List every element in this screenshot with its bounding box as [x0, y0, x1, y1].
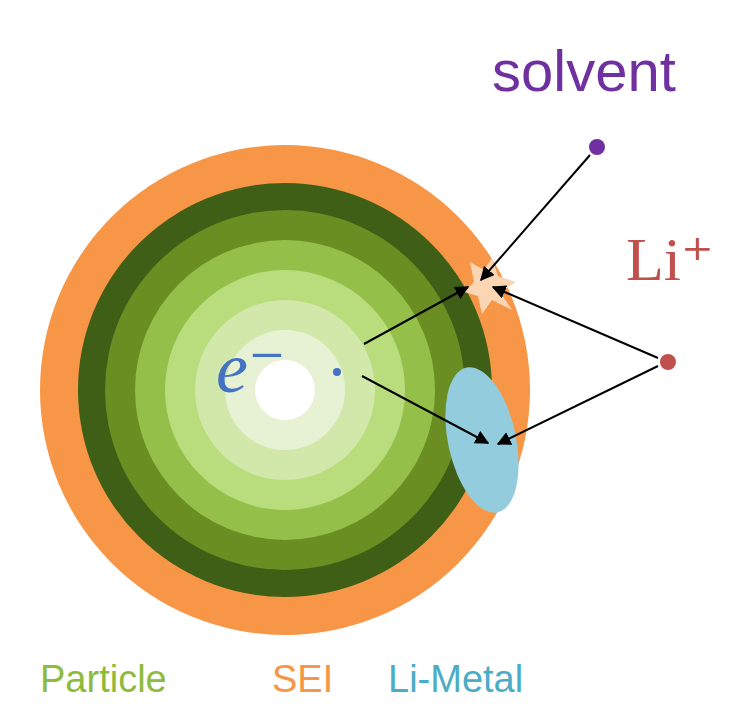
particle-ring [78, 183, 492, 597]
legend-entry: Particle [40, 660, 167, 698]
lithium-ion-dot [660, 354, 676, 370]
leader-arrow [481, 155, 590, 280]
legend-entry: Li-Metal [388, 660, 523, 698]
sei-layer [40, 145, 530, 635]
solvent-dot [589, 139, 605, 155]
leader-arrow [362, 376, 488, 443]
electron-dot [333, 368, 341, 376]
sei-growth [464, 258, 516, 314]
particle-ring [165, 270, 405, 510]
particle-ring [195, 300, 375, 480]
leader-arrow [493, 287, 658, 358]
electron-label: e⁻ [216, 332, 286, 404]
particle-ring [105, 210, 465, 570]
leader-arrow [498, 366, 658, 444]
lithium-ion-label: Li⁺ [626, 228, 714, 290]
solvent-label: solvent [492, 42, 676, 100]
legend-entry: SEI [272, 660, 333, 698]
leader-arrow [364, 287, 468, 344]
